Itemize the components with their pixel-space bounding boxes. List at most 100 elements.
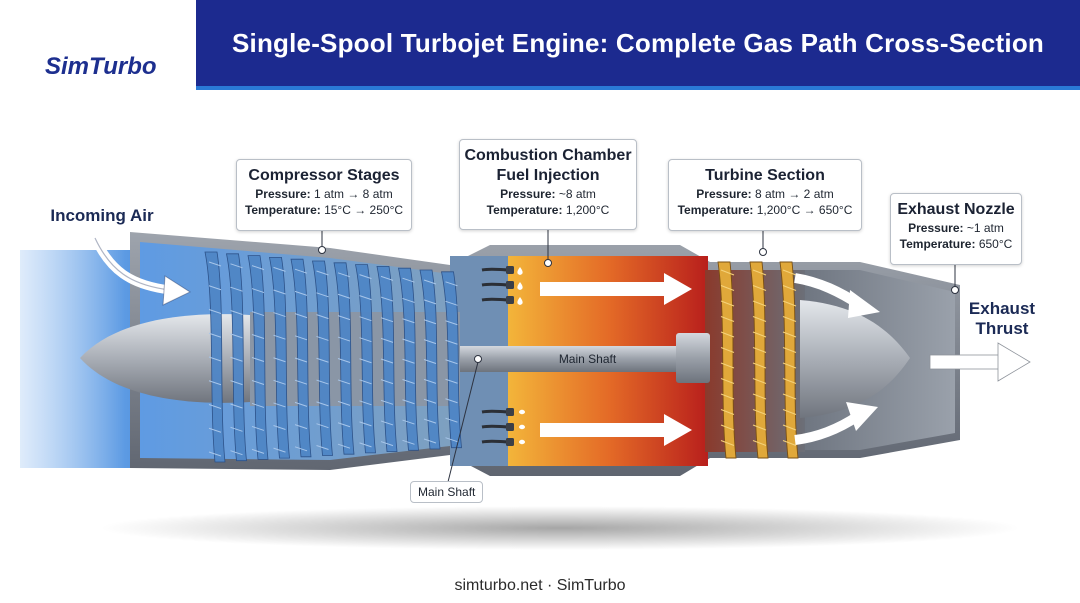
compressor-blade-rib [316, 423, 329, 429]
compressor-blade-rib [208, 261, 222, 267]
page-title: Single-Spool Turbojet Engine: Complete G… [231, 28, 1045, 58]
turbine-blade-rib [720, 362, 735, 369]
compressor-blade-rib [294, 379, 308, 385]
compressor-blade-rib [402, 379, 415, 384]
turbine-blade-rib [720, 269, 735, 276]
compressor-blade-rib [337, 315, 351, 321]
main-shaft-inline-label: Main Shaft [558, 352, 617, 366]
turbine-blade-rib [752, 300, 767, 307]
fuel-injector-line [481, 267, 511, 272]
compressor-blade-rib [423, 279, 437, 285]
exhaust-arrowhead-bottom [846, 402, 878, 431]
turbine-blade-rib [720, 393, 735, 400]
compressor-blade-rib [251, 311, 265, 317]
compressor-blade-rib [423, 319, 437, 325]
compressor-blade-rib [359, 358, 372, 364]
turbine-blade-rib [782, 408, 797, 416]
turbine-blade-rib [720, 315, 735, 323]
fuel-injector-nozzle [506, 296, 514, 304]
exhaust-label-line2: Thrust [975, 319, 1029, 338]
incoming-air-arrow-outline [94, 237, 171, 291]
exhaust-arrowhead-top [848, 290, 880, 318]
logo-wordmark: SimTurbo [45, 53, 157, 80]
fuel-injector-line [481, 439, 511, 444]
compressor-blade-rib [208, 427, 222, 433]
compressor-blade-rib [230, 333, 243, 339]
turbine-blade-rib [782, 331, 797, 338]
fuel-injector-nozzle [506, 408, 514, 416]
turbine-blade-rib [752, 331, 767, 338]
compressor-blade-rib [251, 334, 265, 339]
turbine-blade-rib [782, 424, 797, 431]
compressor-blade [333, 262, 355, 455]
compressor-blade-rib [445, 437, 458, 443]
combustion-flow-arrow-top [540, 273, 692, 305]
logo-container[interactable]: SimTurbo [0, 0, 196, 92]
compressor-blade-rib [230, 380, 243, 386]
combustion-flow-arrow-bottom [540, 414, 692, 446]
turbine-blade-rib [720, 408, 735, 416]
footer-credit[interactable]: simturbo.net · SimTurbo [454, 577, 626, 594]
turbine-blade-rib [752, 284, 767, 292]
compressor-blade-rib [380, 399, 394, 405]
turbine-blade-rib [752, 408, 767, 416]
combustion-callout-title-1: Combustion Chamber [464, 147, 632, 164]
compressor-blade-rib [380, 275, 394, 281]
compressor-blade-rib [230, 263, 243, 269]
main-shaft-callout: Main Shaft [410, 481, 484, 503]
compressor-blade-rib [230, 356, 243, 362]
turbine-blade-rib [752, 346, 767, 354]
turbine-blade-rib [720, 346, 735, 354]
compressor-blade-rib [359, 295, 372, 301]
compressor-blade-rib [402, 399, 415, 405]
combustion-temperature-line: Temperature: 1,200°C [486, 203, 610, 217]
compressor-blade-rib [273, 402, 286, 408]
compressor-blade-rib [445, 339, 458, 345]
compressor-blade-rib [208, 451, 222, 457]
compressor-blade-rib [359, 442, 372, 448]
compressor-blade [290, 258, 312, 458]
shaft-hub [676, 333, 710, 383]
tail-cone [800, 300, 910, 418]
compressor-blade [226, 253, 247, 462]
fuel-droplet-icon [519, 424, 525, 430]
compressor-blade-rib [251, 357, 265, 362]
compressor-blade-rib [445, 378, 458, 384]
compressor-blade-rib [359, 337, 372, 343]
fuel-injector-line [481, 409, 511, 414]
compressor-pressure-line: Pressure: 1 atm → 8 atm [255, 187, 393, 201]
fuel-injector-nozzle [506, 281, 514, 289]
compressor-blade-rib [273, 266, 286, 272]
compressor-blade-rib [445, 417, 458, 423]
compressor-temperature-line: Temperature: 15°C → 250°C [244, 203, 404, 217]
turbine-blade-rib [782, 362, 797, 369]
exhaust-label-line1: Exhaust [968, 299, 1036, 318]
compressor-blade-rib [273, 289, 286, 295]
fuel-injector-nozzle [506, 266, 514, 274]
nose-cone [80, 314, 250, 403]
fuel-droplet-icon [519, 439, 525, 445]
compressor-blade-rib [402, 338, 415, 344]
compressor-blade-rib [445, 398, 458, 404]
compressor-blade-rib [402, 277, 415, 283]
compressor-blade-rib [316, 445, 329, 450]
compressor-blade-rib [208, 285, 222, 291]
compressor-blade-rib [316, 357, 329, 363]
compressor-blade-rib [380, 296, 394, 302]
nozzle-callout-title: Exhaust Nozzle [897, 201, 1015, 218]
compressor-blade-rib [316, 335, 329, 341]
title-bar: Single-Spool Turbojet Engine: Complete G… [196, 0, 1080, 90]
turbine-callout: Turbine Section Pressure: 8 atm → 2 atm … [668, 159, 862, 231]
fuel-droplet-icon [517, 267, 523, 275]
turbine-blade-rib [752, 424, 767, 431]
turbine-blade-rib [782, 439, 797, 447]
compressor-blade-rib [423, 398, 437, 404]
combustion-callout: Combustion Chamber Fuel Injection Pressu… [459, 139, 637, 230]
turbine-blade-rib [720, 300, 735, 307]
compressor-blade-rib [230, 286, 243, 292]
compressor-blade-rib [230, 450, 243, 456]
incoming-air-arrow [90, 233, 175, 295]
compressor-blade-rib [359, 421, 372, 427]
compressor-blade-rib [294, 357, 308, 363]
